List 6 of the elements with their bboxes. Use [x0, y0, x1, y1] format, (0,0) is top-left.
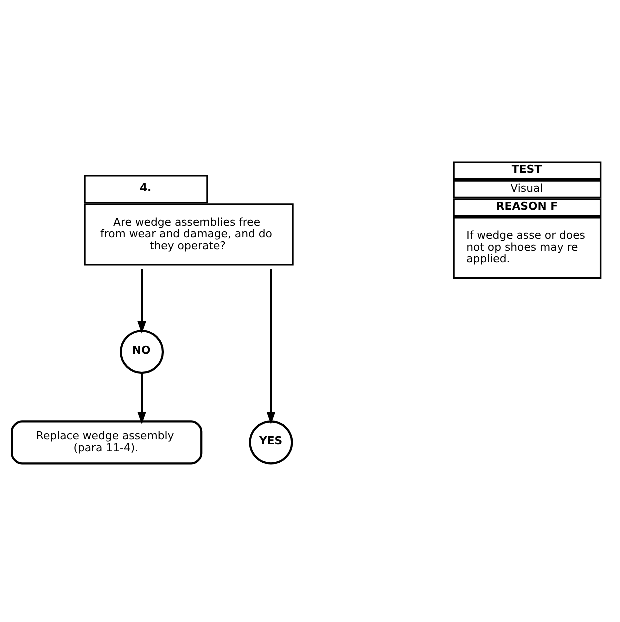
arrow: [138, 373, 146, 425]
node-circle: NO: [120, 330, 164, 374]
node-circle: YES: [249, 420, 294, 465]
node-box: Replace wedge assembly (para 11-4).: [11, 420, 203, 465]
arrow: [266, 269, 276, 425]
arrow: [138, 269, 146, 334]
